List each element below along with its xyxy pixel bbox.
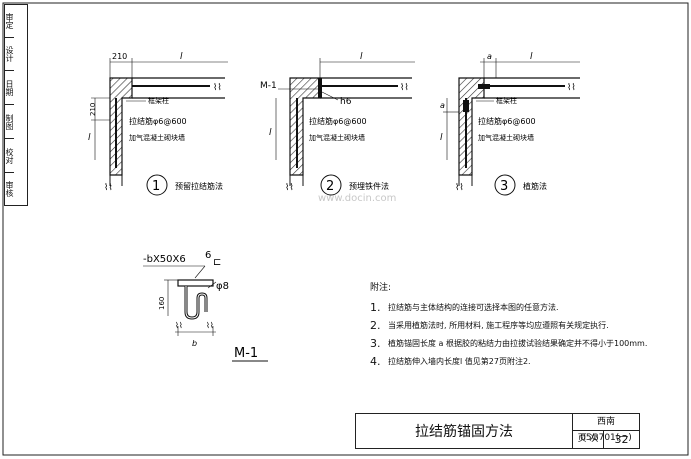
note-text: 当采用植筋法时, 所用材料, 施工程序等均应遵照有关规定执行. [388, 321, 609, 330]
svg-text:⌇⌇: ⌇⌇ [206, 321, 214, 330]
d3-label-wall: 加气混凝土砌块墙 [478, 133, 534, 142]
note-item: 3. 植筋锚固长度 a 根据胶的粘结力由拉拔试验结果确定并不得小于100mm. [370, 337, 650, 350]
notes-block: 附注: 1. 拉结筋与主体结构的连接可选择本图的任意方法. 2. 当采用植筋法时… [370, 282, 650, 373]
detail-1: ⌇⌇ ⌇⌇ 210 l 210 l 框架柱 拉结筋φ6@600 加气混凝土砌块墙… [88, 52, 228, 196]
m1-bar: φ8 [216, 281, 229, 292]
d2-dim-l-top: l [360, 52, 363, 62]
page-label: 页 次 [573, 431, 604, 448]
svg-text:⌇⌇: ⌇⌇ [213, 82, 222, 93]
note-item: 1. 拉结筋与主体结构的连接可选择本图的任意方法. [370, 301, 650, 314]
note-text: 植筋锚固长度 a 根据胶的粘结力由拉拔试验结果确定并不得小于100mm. [388, 339, 648, 348]
d2-label-bar: 拉结筋φ6@600 [309, 116, 367, 126]
m1-detail: -bX50X6 6 ⊏ φ8 160 b ⌇⌇ ⌇⌇ M-1 [143, 250, 268, 362]
d1-caption: 预留拉结筋法 [175, 181, 223, 191]
watermark: www.docin.com [318, 193, 397, 204]
sidebar-cell: 审定 [5, 5, 14, 38]
d2-tag: M-1 [260, 81, 277, 91]
d2-label-weld: h6 [340, 97, 352, 107]
svg-text:⌇⌇: ⌇⌇ [285, 182, 294, 193]
note-text: 拉结筋与主体结构的连接可选择本图的任意方法. [388, 303, 559, 312]
detail-3: ⌇⌇ ⌇⌇ a l a l 框架柱 拉结筋φ6@600 加气混凝土砌块墙 3 植… [440, 52, 580, 196]
sidebar-cell: 日期 [5, 71, 14, 105]
atlas-code: 西南05G701(一) [573, 414, 639, 443]
detail-2: ⌇⌇ ⌇⌇ l l M-1 h6 拉结筋φ6@600 加气混凝土砌块墙 2 预埋… [260, 52, 415, 196]
note-item: 2. 当采用植筋法时, 所用材料, 施工程序等均应遵照有关规定执行. [370, 319, 650, 332]
d2-label-wall: 加气混凝土砌块墙 [309, 133, 365, 142]
d3-caption: 植筋法 [523, 181, 547, 191]
sidebar-cell: 设计 [5, 38, 14, 71]
sidebar-cell: 校对 [5, 139, 14, 173]
note-number: 4. [370, 355, 381, 368]
svg-text:⊏: ⊏ [213, 257, 221, 268]
svg-text:⌇⌇: ⌇⌇ [567, 82, 576, 93]
signature-sidebar: 审定 设计 日期 制图 校对 审核 [4, 4, 28, 206]
d2-number: 2 [326, 179, 334, 194]
d1-number: 1 [152, 179, 160, 194]
d3-dim-a-side: a [440, 101, 445, 110]
d2-dim-l-side: l [269, 128, 272, 138]
d3-dim-l-top: l [530, 52, 533, 62]
d3-dim-a-top: a [487, 52, 492, 61]
page-number: 32 [614, 433, 629, 446]
d1-dim-l-top: l [180, 52, 183, 62]
d3-number: 3 [500, 179, 508, 194]
m1-weld: 6 [205, 250, 211, 261]
d3-label-bar: 拉结筋φ6@600 [478, 116, 536, 126]
d1-label-column: 框架柱 [148, 96, 169, 105]
d1-dim-top: 210 [112, 52, 127, 61]
note-number: 1. [370, 301, 381, 314]
title-block: 拉结筋锚固方法 西南05G701(一) 页 次 32 [355, 413, 640, 449]
d3-dim-l-side: l [440, 133, 443, 143]
svg-text:⌇⌇: ⌇⌇ [400, 82, 409, 93]
m1-title: M-1 [234, 346, 258, 361]
m1-width: b [192, 339, 197, 348]
sidebar-cell: 审核 [5, 181, 14, 197]
svg-text:⌇⌇: ⌇⌇ [455, 182, 464, 193]
m1-height: 160 [158, 297, 166, 310]
d1-label-wall: 加气混凝土砌块墙 [129, 133, 185, 142]
d1-dim-l-side: l [88, 133, 91, 143]
d3-label-column: 框架柱 [496, 96, 517, 105]
note-number: 3. [370, 337, 381, 350]
svg-text:⌇⌇: ⌇⌇ [175, 321, 183, 330]
note-number: 2. [370, 319, 381, 332]
note-item: 4. 拉结筋伸入墙内长度l 值见第27页附注2. [370, 355, 650, 368]
d2-caption: 预埋铁件法 [349, 181, 389, 191]
d1-label-bar: 拉结筋φ6@600 [129, 116, 187, 126]
note-text: 拉结筋伸入墙内长度l 值见第27页附注2. [388, 357, 531, 366]
m1-plate: -bX50X6 [143, 254, 186, 265]
sidebar-cell: 制图 [5, 105, 14, 139]
notes-title: 附注: [370, 283, 392, 293]
drawing-title: 拉结筋锚固方法 [356, 414, 573, 448]
svg-text:⌇⌇: ⌇⌇ [104, 182, 113, 193]
d1-dim-side: 210 [89, 103, 97, 116]
